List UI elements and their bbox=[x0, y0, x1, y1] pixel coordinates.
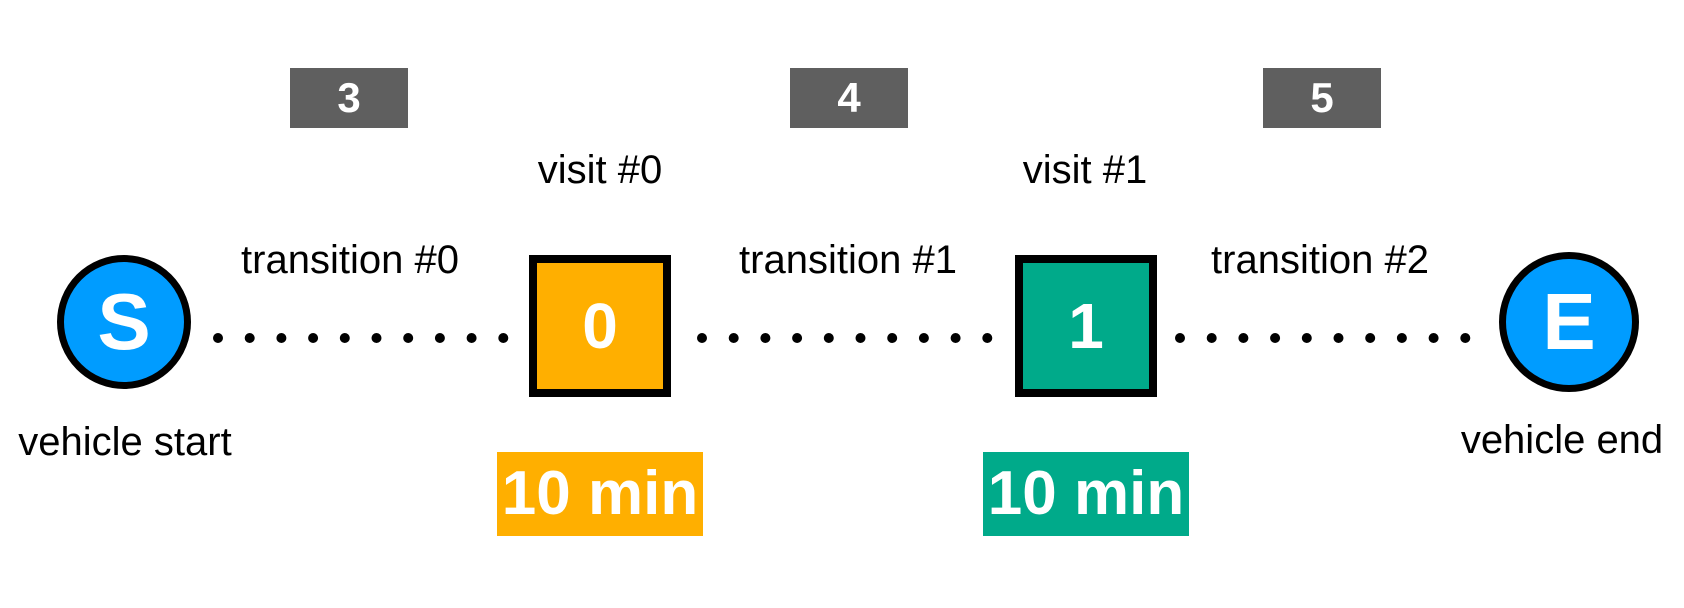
transition-0-connector bbox=[212, 332, 518, 344]
visit-0-duration-badge: 10 min bbox=[497, 452, 703, 536]
transition-1-label: transition #1 bbox=[739, 238, 957, 282]
transition-2-duration-badge: 5 min bbox=[1263, 68, 1381, 181]
transition-1-connector bbox=[696, 332, 1002, 344]
transition-2-connector bbox=[1174, 332, 1480, 344]
visit-1-label: visit #1 bbox=[1022, 148, 1148, 192]
vehicle-start-node: S bbox=[57, 255, 191, 389]
dotted-line-1 bbox=[697, 333, 1001, 343]
dotted-line-0 bbox=[213, 333, 517, 343]
transition-1-duration-badge: 4 min bbox=[790, 68, 908, 181]
transition-0-duration-badge: 3 min bbox=[290, 68, 408, 181]
visit-1-duration-badge: 10 min bbox=[983, 452, 1189, 536]
vehicle-end-node: E bbox=[1499, 252, 1639, 392]
transition-2-label: transition #2 bbox=[1211, 238, 1429, 282]
visit-0-node: 0 bbox=[529, 255, 671, 397]
vehicle-end-label: vehicle end bbox=[1460, 418, 1664, 462]
transition-0-label: transition #0 bbox=[241, 238, 459, 282]
visit-1-node: 1 bbox=[1015, 255, 1157, 397]
vehicle-start-label: vehicle start bbox=[18, 420, 232, 464]
visit-0-label: visit #0 bbox=[537, 148, 663, 192]
dotted-line-2 bbox=[1175, 333, 1479, 343]
